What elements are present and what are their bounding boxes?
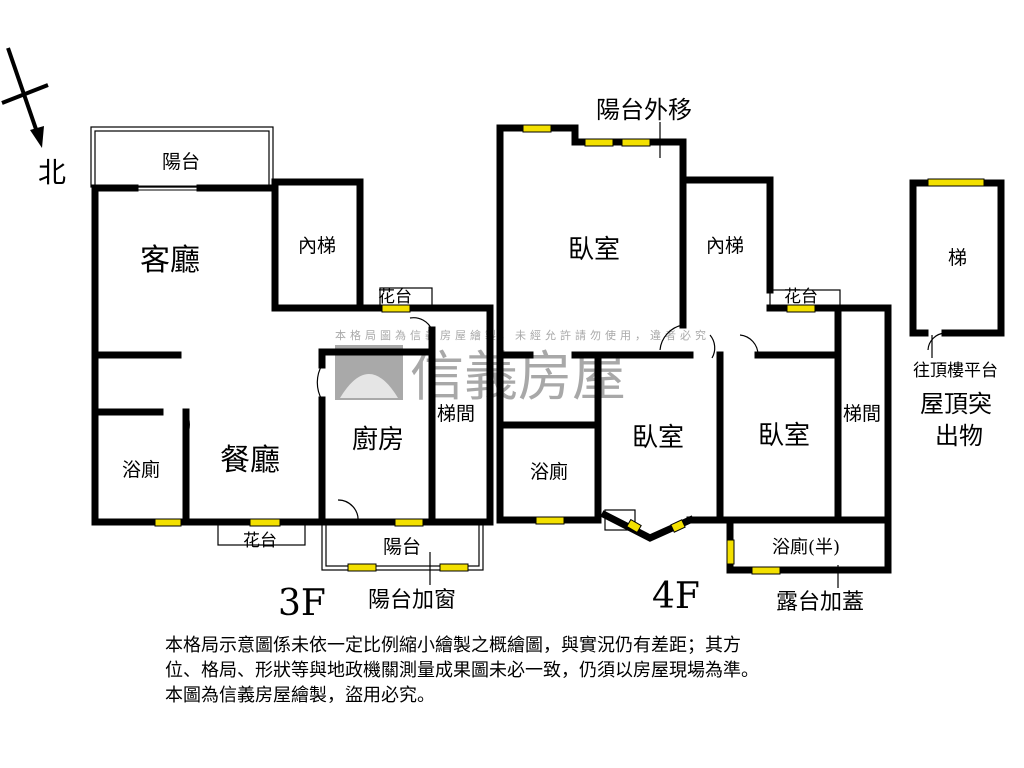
north-arrow-icon: 北 [1,47,66,189]
room-balcony-top-3f: 陽台 [162,151,200,173]
annotation-balcony-window-3f: 陽台加窗 [368,588,456,613]
floor-3f-plan: 陽台 客廳 內梯 花台 餐廳 浴廁 廚房 梯間 花台 陽台 陽台加窗 3F [90,126,494,624]
disclaimer: 本格局示意圖係未依一定比例縮小繪製之概繪圖，與實況仍有差距；其方 位、格局、形狀… [165,633,905,708]
room-stairwell-3f: 梯間 [437,403,475,425]
room-inner-stair-4f: 內梯 [706,235,744,257]
disclaimer-line: 位、格局、形狀等與地政機關測量成果圖未必一致，仍須以房屋現場為準。 [165,660,759,681]
room-inner-stair-3f: 內梯 [298,235,336,257]
room-balcony-bottom-3f: 陽台 [383,536,421,558]
floor-label-3f: 3F [278,583,326,624]
room-bedroom-right-4f: 臥室 [758,421,810,451]
disclaimer-line: 本圖為信義房屋繪製，盜用必究。 [165,685,435,706]
room-kitchen-3f: 廚房 [352,425,404,455]
annotation-balcony-moved-4f: 陽台外移 [596,96,692,124]
north-label: 北 [38,156,66,189]
room-flower-box-bottom-3f: 花台 [243,531,277,551]
annotation-terrace-roofed-4f: 露台加蓋 [776,590,864,615]
room-stair-roof: 梯 [948,247,967,269]
roof-title-line2: 出物 [935,422,983,450]
roof-structure-plan: 梯 往頂樓平台 屋頂突 出物 [909,178,1005,450]
room-living-3f: 客廳 [140,243,200,278]
watermark-subtext: 本格局圖為信義房屋繪製，未經允許請勿使用，違者必究 [335,328,710,342]
room-flower-box-top-3f: 花台 [378,287,412,307]
room-bathroom-3f: 浴廁 [122,458,160,481]
label-to-roof-platform: 往頂樓平台 [913,361,998,381]
watermark: 信義房屋 本格局圖為信義房屋繪製，未經允許請勿使用，違者必究 [335,328,710,408]
room-bathroom-4f: 浴廁 [530,460,568,483]
room-flower-box-4f: 花台 [784,287,818,307]
floor-label-4f: 4F [652,576,700,617]
room-bathroom-half-4f: 浴廁(半) [772,536,840,558]
room-bedroom-middle-4f: 臥室 [632,423,684,453]
floor-4f-plan: 陽台外移 臥室 內梯 花台 浴廁 臥室 臥室 梯間 浴廁(半) 露台加蓋 4F [496,96,892,617]
room-dining-3f: 餐廳 [220,443,280,478]
room-stairwell-4f: 梯間 [843,403,881,425]
room-bedroom-main-4f: 臥室 [568,235,620,265]
disclaimer-line: 本格局示意圖係未依一定比例縮小繪製之概繪圖，與實況仍有差距；其方 [165,635,741,656]
roof-title-line1: 屋頂突 [920,390,992,418]
